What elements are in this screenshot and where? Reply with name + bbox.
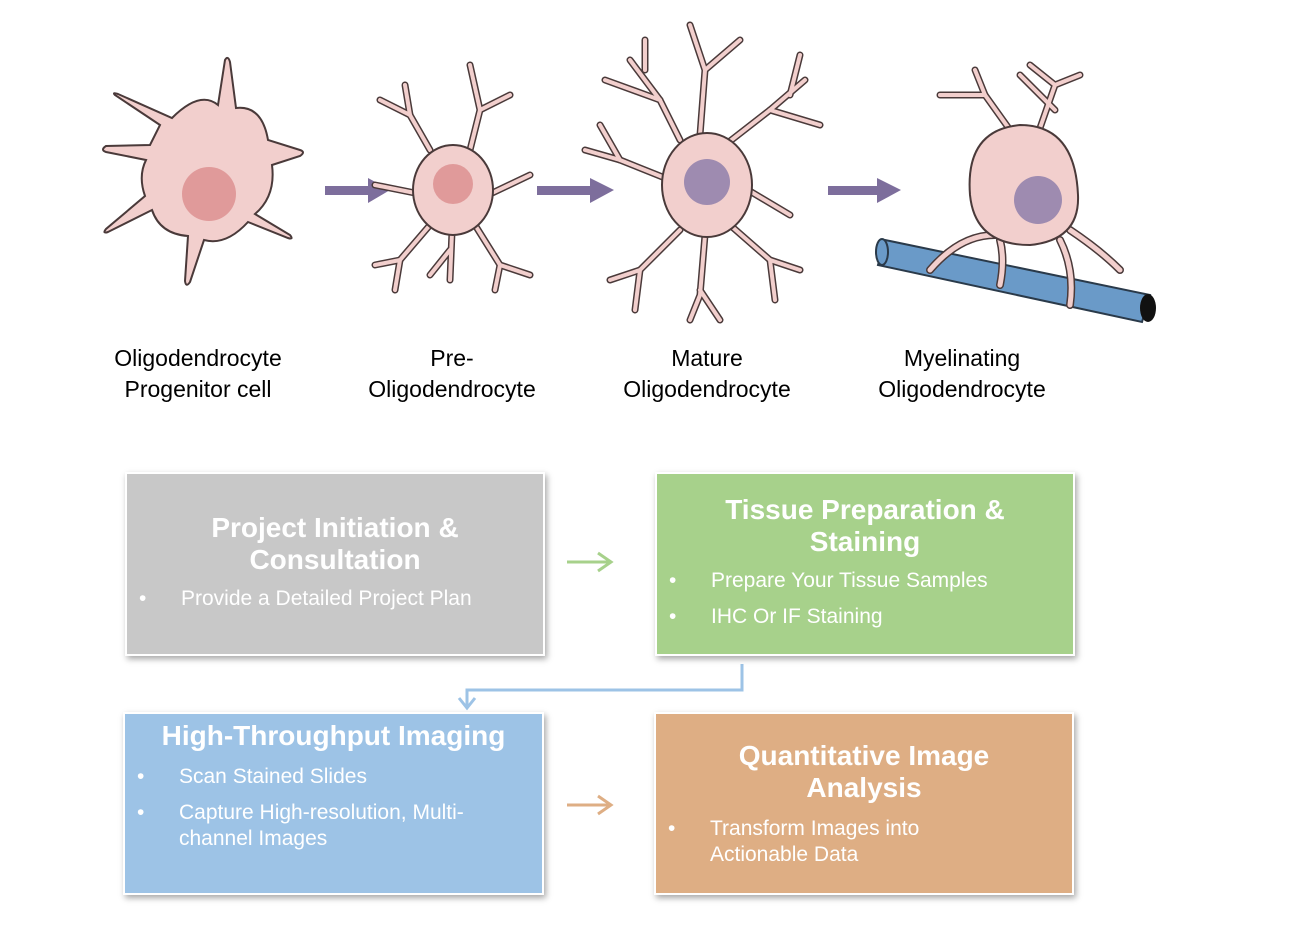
elbow-arrow-icon	[457, 664, 744, 711]
step-box-imaging: High-Throughput Imaging Scan Stained Sli…	[123, 712, 544, 895]
step-bullet: Provide a Detailed Project Plan	[127, 586, 543, 612]
arrow-right-icon	[567, 794, 614, 816]
step-bullets: Provide a Detailed Project Plan	[127, 586, 543, 612]
step-box-image-analysis: Quantitative Image Analysis Transform Im…	[654, 712, 1074, 895]
stage-label-line: Mature	[671, 345, 743, 371]
stage-label-line: Myelinating	[903, 345, 1021, 371]
arrow-right-icon	[567, 551, 614, 573]
mature-oligodendrocyte-icon	[581, 21, 824, 324]
step-bullet: Capture High-resolution, Multi-channel I…	[125, 800, 542, 852]
stage-label-line: Oligodendrocyte	[114, 345, 282, 371]
stage-label-line: Pre-	[430, 345, 474, 371]
step-title: High-Throughput Imaging	[161, 720, 506, 751]
step-bullet: Prepare Your Tissue Samples	[657, 568, 1073, 594]
stage-label-mature: Mature Oligodendrocyte	[587, 343, 827, 405]
stage-label-line: Oligodendrocyte	[623, 376, 791, 402]
pre-oligodendrocyte-icon	[371, 61, 534, 294]
step-box-project-initiation: Project Initiation & Consultation Provid…	[125, 472, 545, 656]
stage-label-myelinating: Myelinating Oligodendrocyte	[842, 343, 1082, 405]
step-bullet: Scan Stained Slides	[125, 764, 542, 790]
stage-arrow-icon	[325, 178, 390, 203]
stage-label-progenitor: Oligodendrocyte Progenitor cell	[78, 343, 318, 405]
step-bullets: Prepare Your Tissue Samples IHC Or IF St…	[657, 568, 1073, 630]
step-title: Tissue Preparation & Staining	[725, 494, 1005, 557]
step-title: Project Initiation & Consultation	[211, 512, 459, 575]
stage-label-line: Oligodendrocyte	[368, 376, 536, 402]
progenitor-cell-icon	[102, 56, 304, 286]
stage-arrow-icon	[828, 178, 901, 203]
step-bullets: Scan Stained Slides Capture High-resolut…	[125, 764, 542, 852]
step-bullets: Transform Images into Actionable Data	[656, 816, 1072, 868]
oligodendrocyte-stages-illustration	[102, 21, 1156, 324]
stage-label-line: Progenitor cell	[124, 376, 272, 402]
step-box-tissue-preparation: Tissue Preparation & Staining Prepare Yo…	[655, 472, 1075, 656]
axon-icon	[875, 238, 1156, 324]
stage-arrow-icon	[537, 178, 614, 203]
stage-label-line: Oligodendrocyte	[878, 376, 1046, 402]
step-bullet: IHC Or IF Staining	[657, 604, 1073, 630]
step-bullet: Transform Images into Actionable Data	[656, 816, 1072, 868]
myelinating-oligodendrocyte-icon	[875, 61, 1156, 324]
stage-label-pre: Pre- Oligodendrocyte	[332, 343, 572, 405]
step-title: Quantitative Image Analysis	[738, 740, 990, 803]
